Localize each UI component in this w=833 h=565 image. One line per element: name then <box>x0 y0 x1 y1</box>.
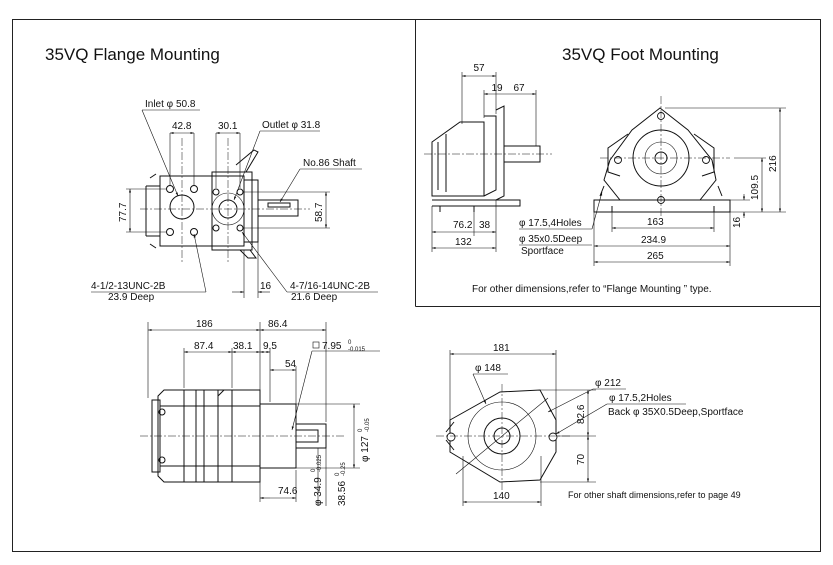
dim-9-5: 9.5 <box>263 341 277 352</box>
dim-54: 54 <box>285 359 297 370</box>
outlet-label: Outlet φ 31.8 <box>262 120 321 131</box>
dim-19: 19 <box>491 83 503 94</box>
dim-57: 57 <box>473 63 485 74</box>
thread-label-2a: 4-7/16-14UNC-2B <box>290 281 370 292</box>
front-back-spotface-label: Back φ 35X0.5Deep,Sportface <box>608 407 744 418</box>
inlet-label: Inlet φ 50.8 <box>145 99 196 110</box>
side-view: 186 86.4 87.4 38.1 9.5 54 7.95 0 -0.015 … <box>140 319 380 506</box>
dim-234-9: 234.9 <box>641 235 666 246</box>
dim-phi-148: φ 148 <box>475 363 501 374</box>
dim-74-6: 74.6 <box>278 486 298 497</box>
dim-132: 132 <box>455 237 472 248</box>
dim-38-56: 38.56 <box>337 481 348 506</box>
dim-phi-34-9: φ 34.9 <box>313 477 324 506</box>
dim-38: 38 <box>479 220 491 231</box>
dim-76-2: 76.2 <box>453 220 473 231</box>
front-view: 181 φ 148 φ 212 φ 17.5,2Holes Back φ 35X… <box>436 343 744 506</box>
shaft-label: No.86 Shaft <box>303 158 356 169</box>
dim-phi-212: φ 212 <box>595 378 621 389</box>
outer-frame <box>12 19 821 552</box>
dim-77-7: 77.7 <box>118 202 129 222</box>
flange-mounting-view: 35VQ Flange Mounting Inlet φ 50.8 42.8 <box>45 45 378 303</box>
dim-140: 140 <box>493 491 510 502</box>
foot-title: 35VQ Foot Mounting <box>562 45 719 64</box>
front-note: For other shaft dimensions,refer to page… <box>568 490 741 500</box>
dim-109-5: 109.5 <box>750 175 761 200</box>
dim-67: 67 <box>513 83 525 94</box>
key-tol-lower: -0.015 <box>348 347 366 353</box>
thread-label-1a: 4-1/2-13UNC-2B <box>91 281 166 292</box>
foot-holes-label: φ 17.5,4Holes <box>519 218 582 229</box>
dim-70: 70 <box>576 453 587 465</box>
dim-phi-127: φ 127 <box>360 436 371 462</box>
foot-spotface-label: φ 35x0.5Deep <box>519 234 583 245</box>
dim-86-4: 86.4 <box>268 319 288 330</box>
foot-mounting-view: 35VQ Foot Mounting 57 19 67 76.2 38 132 <box>424 45 786 295</box>
foot-sportface-label: Sportface <box>521 246 564 257</box>
dim-181: 181 <box>493 343 510 354</box>
dim-38-1: 38.1 <box>233 341 253 352</box>
dim-phi-127-tol-lower: -0.05 <box>365 418 371 432</box>
foot-note: For other dimensions,refer to “Flange Mo… <box>472 284 712 295</box>
front-holes-label: φ 17.5,2Holes <box>609 393 672 404</box>
dim-163: 163 <box>647 217 664 228</box>
dim-58-7: 58.7 <box>314 202 325 222</box>
dim-phi-34-9-tol-lower: -0.025 <box>317 454 323 472</box>
dim-82-6: 82.6 <box>576 404 587 424</box>
dim-216: 216 <box>768 155 779 172</box>
dim-42-8: 42.8 <box>172 121 192 132</box>
dim-38-56-tol-upper: 0 <box>335 472 341 476</box>
thread-label-1b: 23.9 Deep <box>108 292 155 303</box>
key-tol-upper: 0 <box>348 340 352 346</box>
dim-phi-34-9-tol-upper: 0 <box>311 468 317 472</box>
thread-label-2b: 21.6 Deep <box>291 292 338 303</box>
dim-265: 265 <box>647 251 664 262</box>
dim-87-4: 87.4 <box>194 341 214 352</box>
dim-16-foot: 16 <box>732 216 743 228</box>
dim-16-flange: 16 <box>260 281 272 292</box>
dim-38-56-tol-lower: -0.25 <box>341 462 347 476</box>
flange-title: 35VQ Flange Mounting <box>45 45 220 64</box>
dim-186: 186 <box>196 319 213 330</box>
key-width: 7.95 <box>322 341 342 352</box>
dim-phi-127-tol-upper: 0 <box>358 428 364 432</box>
dim-30-1: 30.1 <box>218 121 238 132</box>
